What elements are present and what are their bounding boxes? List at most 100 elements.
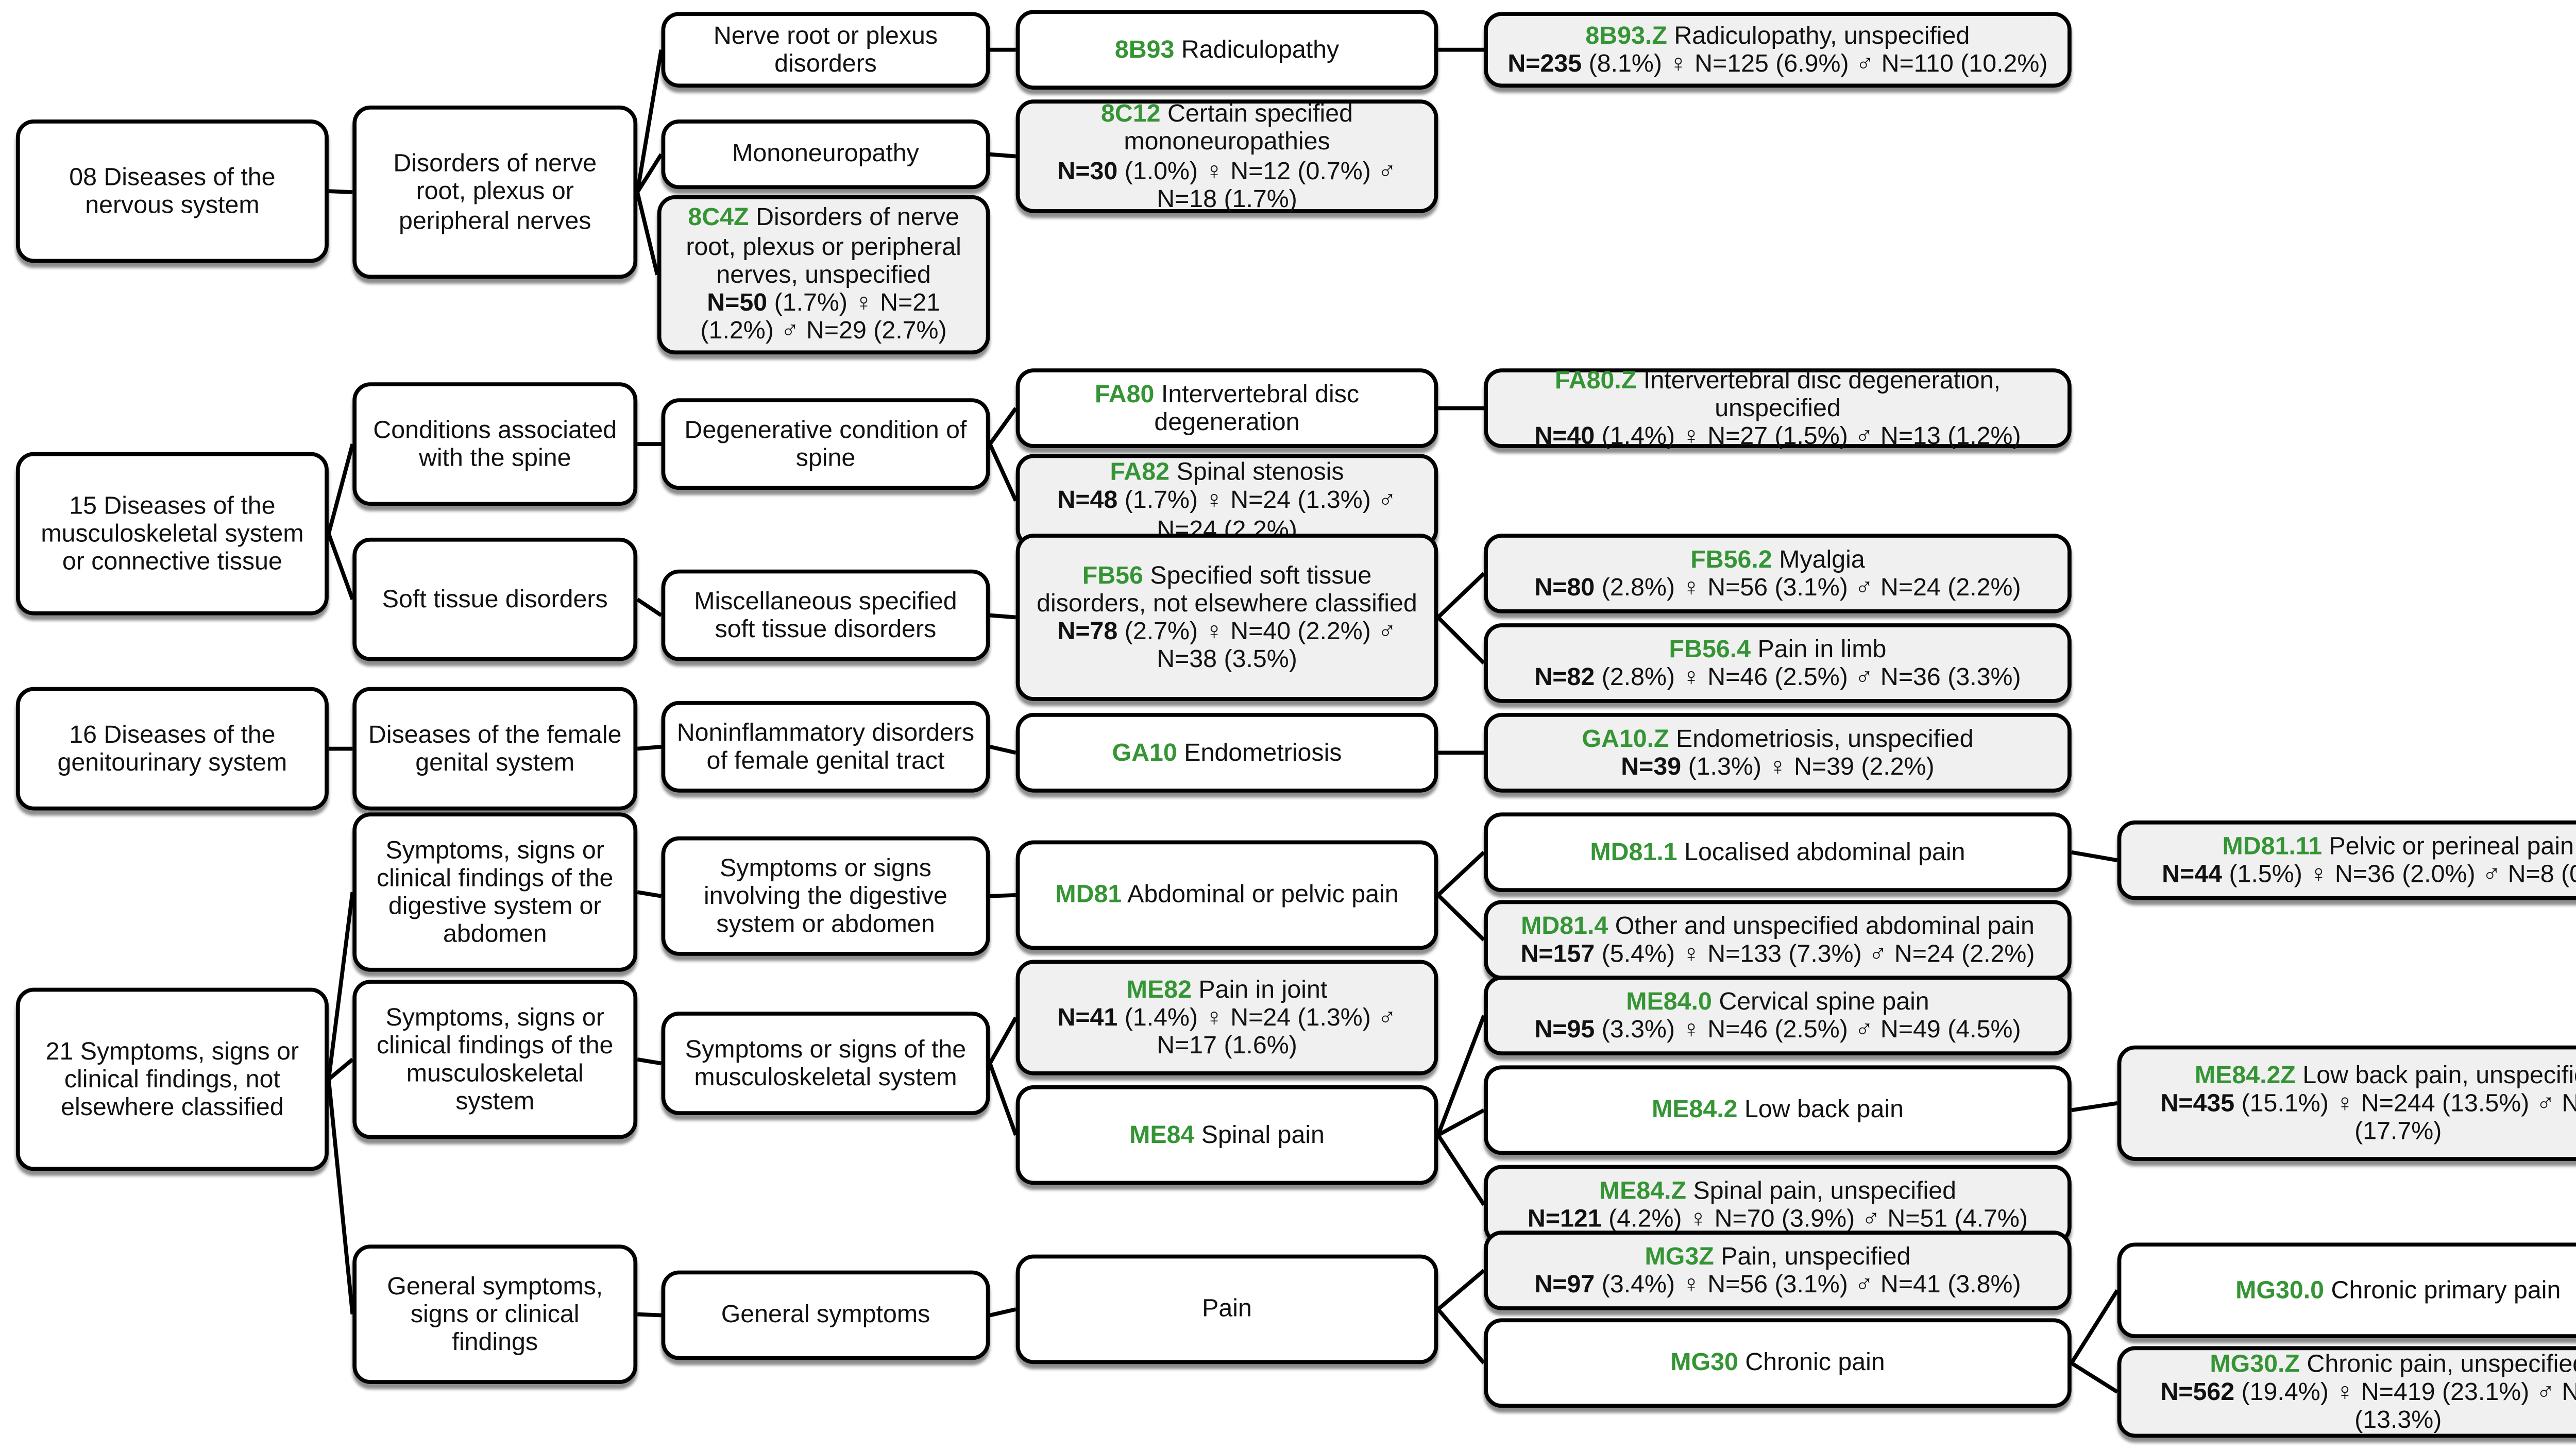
- node-title: Disorders of nerve root, plexus or perip…: [686, 203, 961, 289]
- edge-g-mssos-c-me82: [988, 1016, 1018, 1065]
- edge-g-degen-c-fa82: [988, 443, 1018, 502]
- node-title: Symptoms, signs or clinical findings of …: [376, 1002, 614, 1116]
- stat-total: N=121: [1527, 1204, 1602, 1233]
- edge-g-nerve-g-nrplex: [635, 49, 664, 193]
- node-title: Abdominal or pelvic pain: [1127, 881, 1399, 909]
- icd-code: MG30.Z: [2210, 1349, 2300, 1377]
- node-title: General symptoms: [721, 1301, 930, 1329]
- stat-breakdown: (1.4%) ♀ N=24 (1.3%) ♂ N=17 (1.6%): [1124, 1003, 1397, 1060]
- edge-n21-g-mssym: [327, 1057, 354, 1081]
- node-title: Symptoms, signs or clinical findings of …: [376, 835, 614, 949]
- edge-g-misc-c-fb56: [990, 613, 1016, 620]
- node-c-md814: MD81.4 Other and unspecified abdominal p…: [1484, 900, 2072, 980]
- stat-breakdown: (2.7%) ♀ N=40 (2.2%) ♂ N=38 (3.5%): [1124, 617, 1397, 674]
- node-g-mssym: Symptoms, signs or clinical findings of …: [352, 980, 638, 1139]
- edge-c-mg30-c-mg30z: [2070, 1361, 2119, 1394]
- icd-code: MD81.1: [1590, 838, 1677, 866]
- icd-code: 8C12: [1100, 99, 1161, 128]
- edge-g-mono-c-8c12: [990, 152, 1016, 159]
- node-title: Chronic primary pain: [2331, 1276, 2561, 1304]
- edge-c-me84-c-me842: [1437, 1108, 1485, 1137]
- stat-total: N=50: [707, 289, 768, 317]
- node-n21: 21 Symptoms, signs or clinical findings,…: [15, 987, 329, 1171]
- edge-g-pain-c-mg30: [1436, 1308, 1486, 1364]
- node-title: 21 Symptoms, signs or clinical findings,…: [45, 1036, 299, 1122]
- node-g-noninf: Noninflammatory disorders of female geni…: [661, 701, 990, 793]
- node-title: Endometriosis, unspecified: [1676, 724, 1974, 753]
- stat-total: N=157: [1520, 939, 1595, 968]
- node-title: Spinal stenosis: [1176, 458, 1344, 486]
- icd-code: FA80.Z: [1554, 365, 1637, 394]
- stat-breakdown: (8.1%) ♀ N=125 (6.9%) ♂ N=110 (10.2%): [1588, 49, 2048, 78]
- edge-g-noninf-c-ga10: [989, 745, 1016, 755]
- node-title: Intervertebral disc degeneration: [1154, 380, 1360, 436]
- edge-c-me84-c-me840: [1436, 1015, 1486, 1136]
- edge-c-md811-c-md8111: [2071, 850, 2118, 862]
- stat-breakdown: (3.4%) ♀ N=56 (3.1%) ♂ N=41 (3.8%): [1601, 1270, 2021, 1299]
- node-title: Low back pain: [1744, 1096, 1904, 1124]
- node-c-fb56: FB56 Specified soft tissue disorders, no…: [1015, 534, 1438, 701]
- node-title: Myalgia: [1779, 545, 1865, 573]
- node-title: Conditions associated with the spine: [373, 416, 617, 472]
- icd-code: FA82: [1110, 458, 1170, 486]
- edge-g-degen-c-fa80: [988, 407, 1018, 446]
- icd-code: FB56.2: [1690, 545, 1772, 573]
- edge-g-femgen-g-noninf: [637, 744, 662, 751]
- icd-code: GA10: [1112, 738, 1177, 766]
- node-c-md811: MD81.1 Localised abdominal pain: [1484, 812, 2072, 893]
- node-title: Miscellaneous specified soft tissue diso…: [694, 587, 957, 643]
- icd-code: FB56: [1082, 560, 1143, 589]
- node-title: Disorders of nerve root, plexus or perip…: [393, 149, 597, 234]
- node-title: Pain: [1202, 1295, 1252, 1323]
- edge-c-me842-c-me842z: [2071, 1101, 2118, 1113]
- node-n15: 15 Diseases of the musculoskeletal syste…: [15, 452, 329, 616]
- node-title: Pain in joint: [1198, 975, 1328, 1003]
- node-title: Spinal pain: [1201, 1121, 1325, 1149]
- stat-breakdown: (15.1%) ♀ N=244 (13.5%) ♂ N=191 (17.7%): [2241, 1089, 2576, 1146]
- node-title: Spinal pain, unspecified: [1693, 1176, 1957, 1205]
- node-c-mg30: MG30 Chronic pain: [1484, 1318, 2072, 1408]
- node-c-fa80: FA80 Intervertebral disc degeneration: [1015, 368, 1438, 448]
- node-title: Pain in limb: [1757, 635, 1887, 663]
- edge-g-mssos-c-me84: [988, 1063, 1018, 1136]
- stat-breakdown: (1.0%) ♀ N=12 (0.7%) ♂ N=18 (1.7%): [1124, 156, 1397, 213]
- edge-c-fb56-c-fb564: [1436, 616, 1485, 665]
- node-title: Pelvic or perineal pain: [2329, 832, 2574, 860]
- edge-g-pain-c-mg3z: [1436, 1269, 1485, 1311]
- node-g-digsym: Symptoms, signs or clinical findings of …: [352, 812, 638, 972]
- icd-code: ME82: [1126, 975, 1192, 1003]
- node-title: Nerve root or plexus disorders: [713, 21, 938, 78]
- node-title: Other and unspecified abdominal pain: [1615, 911, 2035, 939]
- node-title: Specified soft tissue disorders, not els…: [1037, 560, 1417, 617]
- edge-c-md81-c-md811: [1436, 850, 1485, 897]
- edge-g-mssym-g-mssos: [637, 1057, 662, 1066]
- icd-code: MD81.11: [2222, 832, 2322, 860]
- edge-g-digsym-g-diginv: [637, 890, 662, 898]
- node-n08: 08 Diseases of the nervous system: [15, 119, 329, 263]
- stat-breakdown: (4.2%) ♀ N=70 (3.9%) ♂ N=51 (4.7%): [1608, 1204, 2028, 1233]
- icd-code: MG30: [1670, 1348, 1738, 1377]
- node-title: Chronic pain, unspecified: [2307, 1349, 2576, 1377]
- node-g-pain: Pain: [1015, 1254, 1438, 1364]
- stat-total: N=41: [1057, 1003, 1118, 1032]
- icd-code: 8B93.Z: [1585, 21, 1667, 49]
- node-title: Symptoms or signs involving the digestiv…: [704, 853, 947, 938]
- edge-n15-g-soft: [327, 533, 354, 601]
- stat-total: N=435: [2160, 1089, 2235, 1117]
- edge-c-md81-c-md814: [1436, 894, 1485, 942]
- node-g-mssos: Symptoms or signs of the musculoskeletal…: [661, 1011, 990, 1116]
- node-c-8c4z: 8C4Z Disorders of nerve root, plexus or …: [657, 195, 990, 355]
- node-title: Mononeuropathy: [732, 140, 919, 168]
- edge-c-mg30-c-mg300: [2070, 1289, 2119, 1364]
- stat-breakdown: (1.5%) ♀ N=36 (2.0%) ♂ N=8 (0.7%): [2229, 860, 2576, 889]
- edge-g-gen-g-pain: [989, 1307, 1016, 1318]
